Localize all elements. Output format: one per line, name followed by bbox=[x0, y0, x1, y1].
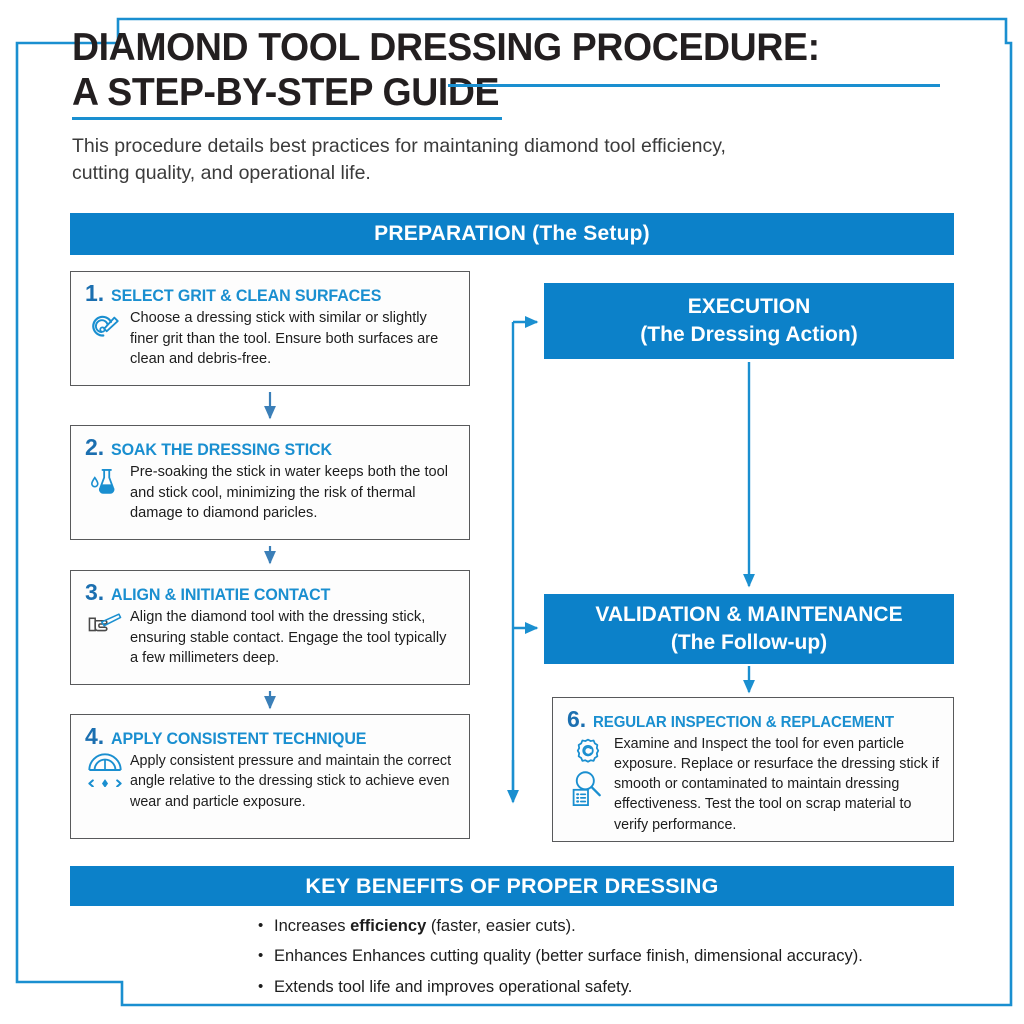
magnifier-checklist-icon bbox=[572, 771, 601, 806]
benefit-text-1: Increases efficiency (faster, easier cut… bbox=[274, 916, 576, 937]
gear-check-icon bbox=[576, 738, 600, 763]
step-3-header: 3. ALIGN & INITIATIE CONTACT bbox=[71, 571, 469, 606]
benefit-1-emphasis: efficiency bbox=[350, 917, 427, 935]
list-item: • Enhances Enhances cutting quality (bet… bbox=[258, 946, 978, 967]
step-1-header: 1. SELECT GRIT & CLEAN SURFACES bbox=[71, 272, 469, 307]
banner-key-benefits-label: KEY BENEFITS OF PROPER DRESSING bbox=[305, 873, 719, 898]
step-1-text: Choose a dressing stick with similar or … bbox=[130, 310, 439, 368]
step-6-title: REGULAR INSPECTION & REPLACEMENT bbox=[593, 714, 894, 731]
step-1-body-row: Choose a dressing stick with similar or … bbox=[71, 307, 469, 370]
step-1-number: 1. bbox=[85, 280, 105, 306]
benefit-1-lead: Increases bbox=[274, 917, 351, 935]
pointing-hand-icon bbox=[83, 607, 127, 669]
step-2-header: 2. SOAK THE DRESSING STICK bbox=[71, 426, 469, 461]
step-2-title: SOAK THE DRESSING STICK bbox=[111, 441, 332, 459]
step-4-header: 4. APPLY CONSISTENT TECHNIQUE bbox=[71, 715, 469, 750]
step-4-title: APPLY CONSISTENT TECHNIQUE bbox=[111, 730, 367, 748]
step-3-body-row: Align the diamond tool with the dressing… bbox=[71, 606, 469, 669]
step-6-icon-stack bbox=[565, 734, 611, 835]
step-3-text: Align the diamond tool with the dressing… bbox=[130, 609, 447, 667]
step-2-text: Pre-soaking the stick in water keeps bot… bbox=[130, 464, 448, 522]
page-title-line1: DIAMOND TOOL DRESSING PROCEDURE: bbox=[72, 26, 820, 69]
banner-execution: EXECUTION (The Dressing Action) bbox=[544, 283, 954, 359]
water-flask-droplet-icon bbox=[83, 462, 127, 524]
step-6-body-row: Examine and Inspect the tool for even pa… bbox=[553, 733, 953, 835]
step-6-text: Examine and Inspect the tool for even pa… bbox=[614, 736, 940, 833]
benefit-text-2: Enhances Enhances cutting quality (bette… bbox=[274, 947, 863, 966]
banner-preparation-label: PREPARATION (The Setup) bbox=[374, 222, 650, 245]
list-item: • Increases efficiency (faster, easier c… bbox=[258, 916, 978, 937]
list-item: • Extends tool life and improves operati… bbox=[258, 977, 978, 998]
bullet-icon: • bbox=[258, 977, 264, 995]
step-2-body-row: Pre-soaking the stick in water keeps bot… bbox=[71, 461, 469, 524]
benefit-text-3: Extends tool life and improves operation… bbox=[274, 977, 633, 996]
banner-execution-line2: (The Dressing Action) bbox=[640, 323, 858, 346]
step-card-1[interactable]: 1. SELECT GRIT & CLEAN SURFACES Choose a… bbox=[70, 271, 470, 386]
step-card-2[interactable]: 2. SOAK THE DRESSING STICK Pre-soaking t… bbox=[70, 425, 470, 540]
page-title-line2-wrap: A STEP-BY-STEP GUIDE bbox=[72, 70, 517, 114]
banner-execution-line1: EXECUTION bbox=[687, 295, 811, 319]
page-subtitle: This procedure details best practices fo… bbox=[72, 135, 726, 184]
bullet-icon: • bbox=[258, 917, 264, 934]
step-4-text: Apply consistent pressure and maintain t… bbox=[130, 753, 452, 810]
step-4-number: 4. bbox=[85, 723, 105, 749]
banner-key-benefits: KEY BENEFITS OF PROPER DRESSING bbox=[70, 866, 954, 906]
banner-validation-line1: VALIDATION & MAINTENANCE bbox=[595, 603, 903, 627]
title-underline-long bbox=[448, 84, 940, 87]
key-benefits-list: • Increases efficiency (faster, easier c… bbox=[258, 916, 978, 1007]
page-header: DIAMOND TOOL DRESSING PROCEDURE: A STEP-… bbox=[72, 28, 962, 113]
step-card-3[interactable]: 3. ALIGN & INITIATIE CONTACT Align the d… bbox=[70, 570, 470, 685]
step-6-header: 6. REGULAR INSPECTION & REPLACEMENT bbox=[553, 698, 953, 733]
title-underline-short bbox=[72, 117, 502, 120]
step-4-body-row: Apply consistent pressure and maintain t… bbox=[71, 750, 469, 812]
protractor-angle-icon bbox=[83, 751, 127, 812]
page-title-line2: A STEP-BY-STEP GUIDE bbox=[72, 70, 500, 114]
benefit-1-tail: (faster, easier cuts). bbox=[426, 917, 576, 935]
banner-preparation: PREPARATION (The Setup) bbox=[70, 213, 954, 255]
banner-validation: VALIDATION & MAINTENANCE (The Follow-up) bbox=[544, 594, 954, 664]
grinding-wheel-icon bbox=[83, 308, 127, 370]
banner-validation-line2: (The Follow-up) bbox=[670, 631, 828, 654]
step-card-4[interactable]: 4. APPLY CONSISTENT TECHNIQUE Apply cons… bbox=[70, 714, 470, 839]
step-3-title: ALIGN & INITIATIE CONTACT bbox=[111, 586, 331, 604]
step-6-number: 6. bbox=[567, 706, 587, 732]
step-2-number: 2. bbox=[85, 434, 105, 460]
step-1-title: SELECT GRIT & CLEAN SURFACES bbox=[111, 287, 382, 305]
step-3-number: 3. bbox=[85, 579, 105, 605]
bullet-icon: • bbox=[258, 947, 264, 965]
step-card-6[interactable]: 6. REGULAR INSPECTION & REPLACEMENT bbox=[552, 697, 954, 842]
